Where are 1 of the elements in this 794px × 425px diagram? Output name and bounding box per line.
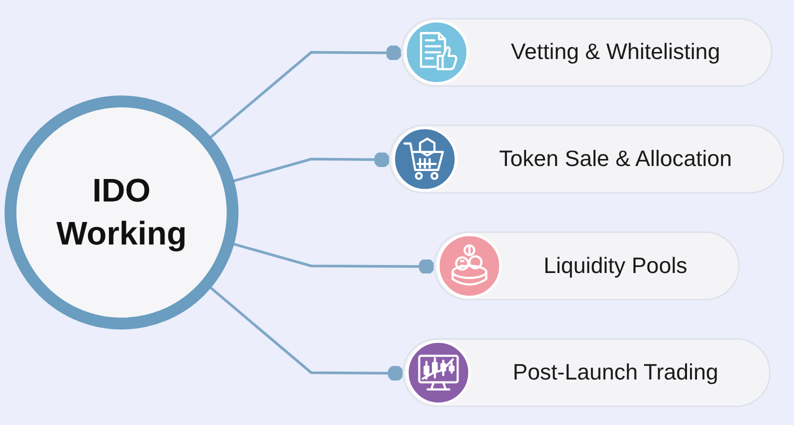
node-circle: IDO Working [4,96,238,330]
